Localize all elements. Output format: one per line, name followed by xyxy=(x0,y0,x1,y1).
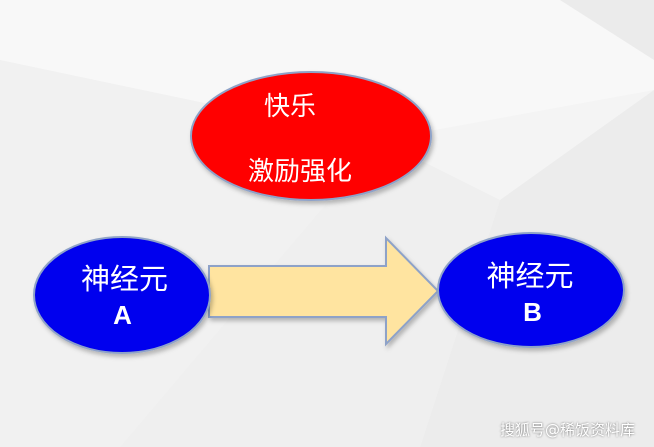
neuron-a-letter: A xyxy=(113,300,132,330)
signal-arrow xyxy=(208,235,440,347)
neuron-a-ellipse xyxy=(33,236,211,354)
neuron-b-letter: B xyxy=(523,297,542,327)
reinforcement-label-incentive: 激励强化 xyxy=(247,157,352,187)
neuron-b-ellipse xyxy=(437,232,625,348)
neuron-a-title: 神经元 xyxy=(80,262,168,296)
source-watermark: 搜狐号@稀饭资料库 xyxy=(500,421,636,439)
reinforcement-ellipse xyxy=(190,71,432,201)
neuron-b-title: 神经元 xyxy=(486,259,574,293)
reinforcement-label-happy: 快乐 xyxy=(263,92,316,122)
